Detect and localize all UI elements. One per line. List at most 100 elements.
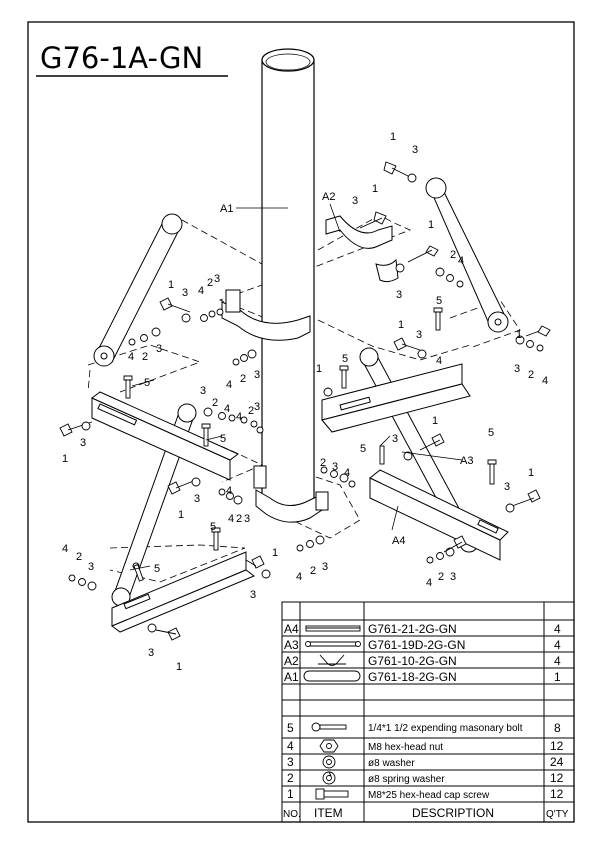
row-qty: 12 [550,771,564,785]
strut-a3-lower-left [111,403,197,607]
row-qty: 12 [550,739,564,753]
callout: 3 [322,561,328,573]
callout: 3 [194,493,200,505]
callout: 2 [310,565,316,577]
parts-table: A4 G761-21-2G-GN 4 A3 G761-19D-2G-GN 4 A… [281,601,575,823]
drawing-title: G76-1A-GN [40,41,203,75]
row-no: A1 [284,670,299,684]
callout: 3 [200,385,206,397]
callout: 3 [254,401,260,413]
label-a3: A3 [460,455,473,467]
row-no: 2 [287,771,294,785]
callout: 3 [88,561,94,573]
callout: 3 [156,343,162,355]
label-a2: A2 [322,191,335,203]
row-qty: 4 [554,622,561,636]
bolt-group-clamp-ur [359,211,464,288]
callout: 5 [436,295,442,307]
row-no: 4 [287,739,294,753]
callout: 2 [248,405,254,417]
bolt-group-bracket-left [59,375,264,447]
callout: 4 [344,467,350,479]
callout: 4 [426,577,432,589]
callout: 3 [332,461,338,473]
callout: 2 [438,571,444,583]
bolt-group-ur-top [383,161,417,183]
bolt-group-clamp-left [128,297,257,366]
pole-clamp-a2-lower [253,465,329,523]
bolt-group-ur-lower [515,325,551,352]
callout: 2 [76,551,82,563]
callout: 2 [236,513,242,525]
callout: 1 [432,415,438,427]
row-description: G761-18-2G-GN [368,670,457,684]
row-qty: 12 [550,787,564,801]
callout: 3 [396,289,402,301]
callout: 4 [236,411,242,423]
callout: 1 [176,661,182,673]
callout: 4 [128,351,134,363]
hardware-set [59,161,551,641]
callout: 2 [212,397,218,409]
row-qty: 4 [554,654,561,668]
callout: 1 [390,131,396,143]
callout: 3 [352,195,358,207]
callout: 2 [240,373,246,385]
bolt-group-bracket-ur [323,307,445,465]
strut-a3-upper-left [93,213,183,367]
label-a1: A1 [220,203,233,215]
callout: 5 [220,433,226,445]
callout: 4 [226,485,232,497]
row-description: G761-10-2G-GN [368,654,457,668]
callout: 3 [392,433,398,445]
callout: 3 [214,273,220,285]
callout: 5 [360,443,366,455]
row-description: 1/4*1 1/2 expending masonary bolt [368,723,523,734]
callout: 4 [228,513,234,525]
row-description: ø8 washer [368,758,415,769]
callout: 3 [182,287,188,299]
angle-bracket-a4-upper-right [321,363,471,433]
callout: 3 [148,647,154,659]
callout: 2 [320,457,326,469]
row-description: G761-21-2G-GN [368,622,457,636]
pole-a1 [261,48,315,507]
strut-icon [305,641,361,647]
callout: 1 [398,319,404,331]
angle-bracket-a4-lower-left [111,551,255,633]
callout: 5 [342,353,348,365]
callout: 1 [168,279,174,291]
callout: 4 [542,375,548,387]
callout: 4 [198,285,204,297]
callout: 4 [226,379,232,391]
callout: 3 [254,369,260,381]
header-no: NO. [283,809,301,820]
callout: 5 [210,521,216,533]
header-description: DESCRIPTION [412,806,494,820]
callout: 3 [514,363,520,375]
row-no: A2 [284,654,299,668]
callout: 2 [528,369,534,381]
callout: 1 [528,467,534,479]
callout: 3 [450,571,456,583]
callout: 1 [62,453,68,465]
callout: 1 [428,219,434,231]
callout: 3 [504,481,510,493]
callout: 4 [458,255,464,267]
callout: 3 [250,589,256,601]
callout: 4 [224,403,230,415]
callout: 3 [244,513,250,525]
row-no: 3 [287,755,294,769]
callout: 5 [154,563,160,575]
callout: 4 [436,355,442,367]
row-no: A4 [284,622,299,636]
callout: 3 [80,437,86,449]
label-a4: A4 [392,535,405,547]
row-qty: 8 [554,721,561,735]
hex-nut-icon [319,739,339,753]
callout: 5 [488,427,494,439]
row-no: 5 [287,721,294,735]
angle-bracket-a4-lower-right [369,469,509,561]
bolt-group-center-lower [245,466,356,579]
callout: 3 [412,144,418,156]
